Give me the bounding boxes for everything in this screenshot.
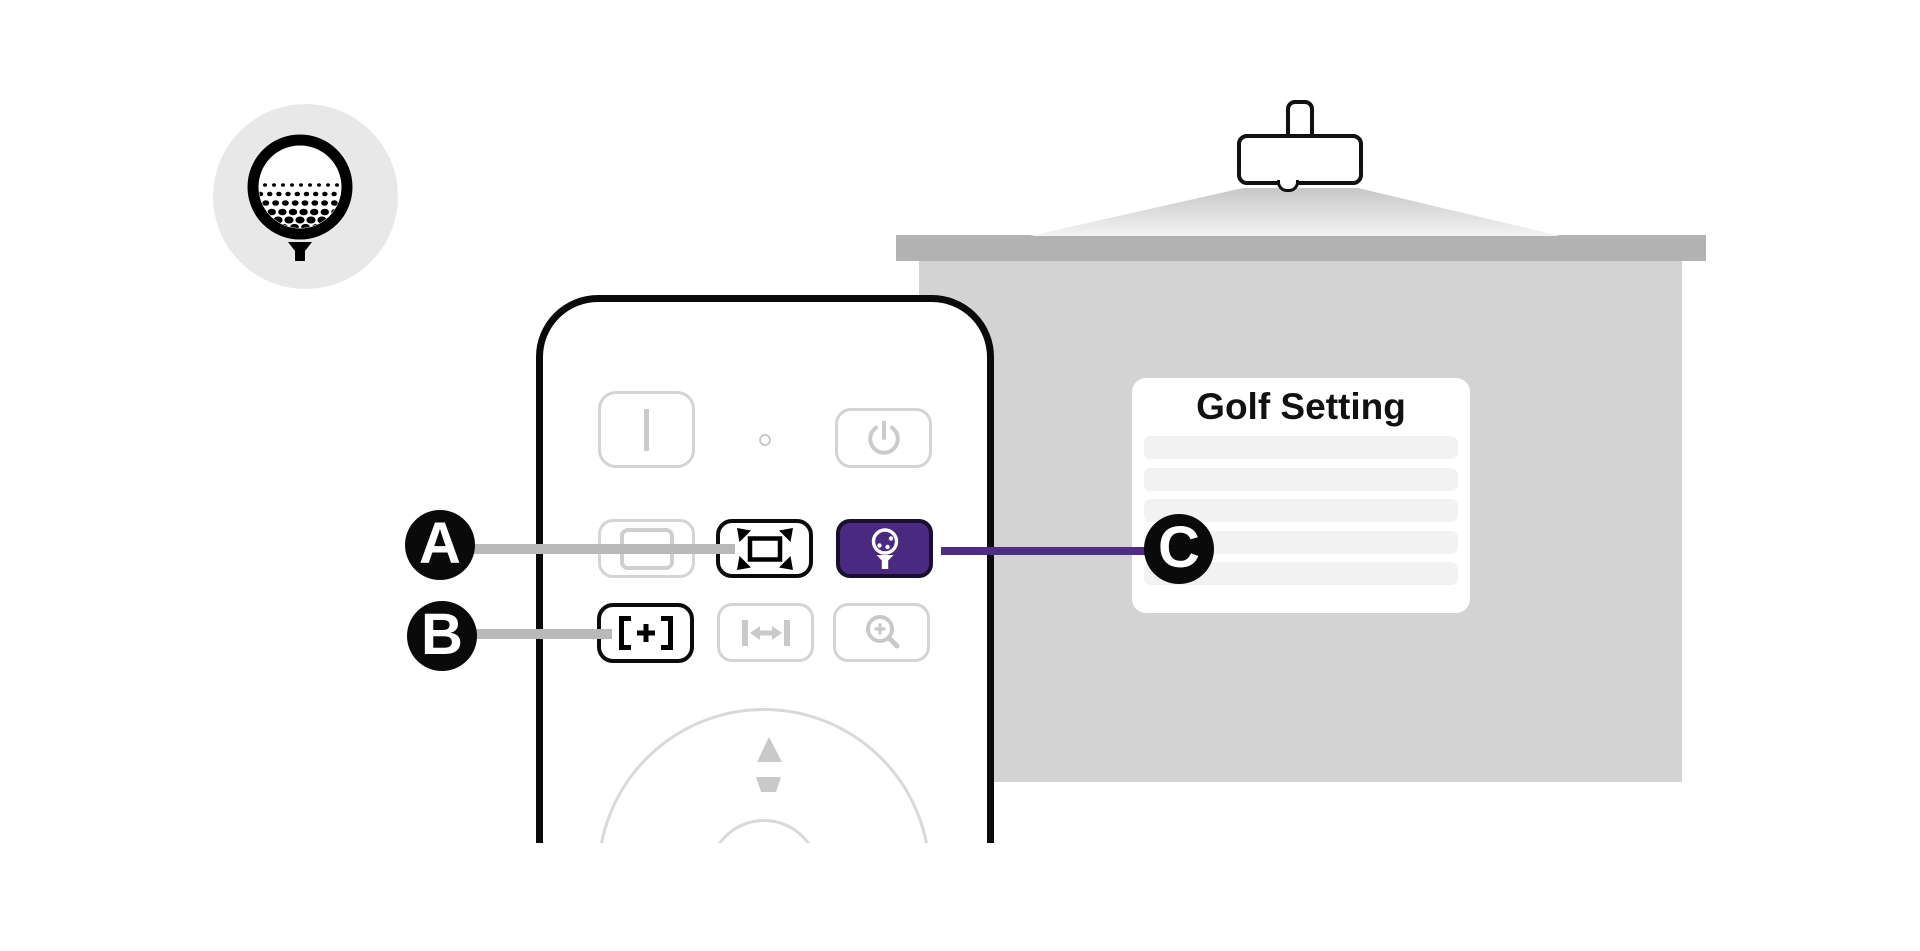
callout-label-c: C — [1144, 514, 1214, 584]
horizontal-size-icon — [741, 619, 790, 646]
callout-label-a: A — [405, 510, 475, 580]
projector-mount — [1286, 100, 1314, 140]
power-icon — [867, 420, 900, 455]
golf-mode-button[interactable] — [836, 519, 933, 578]
panel-menu-row — [1144, 562, 1458, 585]
panel-menu-row — [1144, 530, 1458, 554]
projector-body — [1237, 134, 1363, 185]
magnifier-plus-icon — [865, 614, 899, 648]
projector-light-beam — [1030, 188, 1560, 236]
callout-line-a — [460, 544, 735, 554]
callout-label-b: B — [407, 601, 477, 671]
illustration-canvas: Golf Setting — [213, 100, 1706, 843]
source-button[interactable] — [598, 391, 695, 468]
focus-button[interactable] — [597, 603, 694, 663]
screen-fit-button[interactable] — [716, 519, 813, 578]
panel-menu-row — [1144, 499, 1458, 522]
callout-line-c — [941, 547, 1150, 555]
panel-menu-row — [1144, 436, 1458, 459]
golf-tee-icon — [871, 527, 898, 569]
panel-menu-rows — [1144, 436, 1458, 594]
panel-menu-row — [1144, 467, 1458, 491]
up-down-arrows-icon — [756, 737, 782, 792]
power-button[interactable] — [835, 408, 932, 468]
projector-screen-top-bar — [896, 235, 1706, 261]
zoom-button[interactable] — [833, 603, 930, 662]
horizontal-size-button[interactable] — [717, 603, 814, 662]
input-bar-icon — [644, 408, 649, 451]
golf-ball-on-tee-icon — [213, 104, 398, 289]
panel-title: Golf Setting — [1196, 386, 1406, 427]
callout-line-b — [462, 629, 612, 639]
projector-lens — [1277, 180, 1299, 192]
indicator-led — [759, 434, 771, 446]
screen-fit-arrows-icon — [736, 527, 793, 570]
focus-brackets-plus-icon — [618, 616, 673, 650]
